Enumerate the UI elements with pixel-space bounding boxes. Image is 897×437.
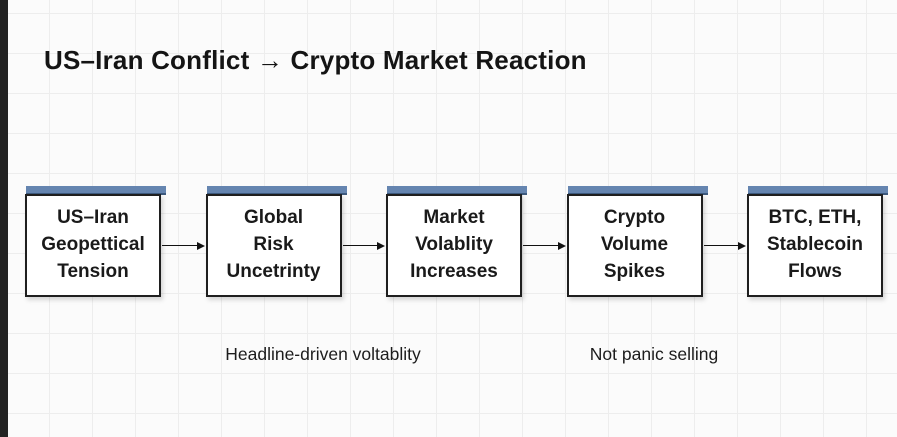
annotation-headline-volatility: Headline-driven voltablity xyxy=(225,344,421,364)
annotation-not-panic-selling: Not panic selling xyxy=(589,344,719,364)
flow-diagram: US–Iran Geopettical Tension Global Risk … xyxy=(25,186,888,297)
flow-node-crypto-volume: Crypto Volume Spikes xyxy=(566,186,708,297)
diagram-title: US–Iran Conflict → Crypto Market Reactio… xyxy=(44,45,587,76)
arrow-connector xyxy=(522,194,567,297)
arrow-connector xyxy=(342,194,387,297)
node-label: US–Iran Geopettical Tension xyxy=(25,194,161,297)
arrow-connector xyxy=(703,194,748,297)
arrow-head-icon xyxy=(738,241,746,250)
arrow-line xyxy=(342,245,378,246)
arrow-connector xyxy=(161,194,206,297)
node-label: Crypto Volume Spikes xyxy=(566,194,703,297)
flow-node-asset-flows: BTC, ETH, Stablecoin Flows xyxy=(747,186,888,297)
left-edge-bar xyxy=(0,0,8,437)
node-label: Global Risk Uncetrinty xyxy=(205,194,342,297)
arrow-head-icon xyxy=(196,241,205,250)
flow-node-geopolitical-tension: US–Iran Geopettical Tension xyxy=(25,186,166,297)
node-label: BTC, ETH, Stablecoin Flows xyxy=(747,194,883,297)
arrow-line xyxy=(162,245,198,246)
flow-node-market-volatility: Market Volablity Increases xyxy=(386,186,527,297)
arrow-line xyxy=(703,245,739,246)
flow-node-global-risk: Global Risk Uncetrinty xyxy=(205,186,347,297)
node-label: Market Volablity Increases xyxy=(386,194,522,297)
arrow-head-icon xyxy=(377,241,385,250)
arrow-head-icon xyxy=(557,241,566,250)
arrow-line xyxy=(523,245,559,246)
